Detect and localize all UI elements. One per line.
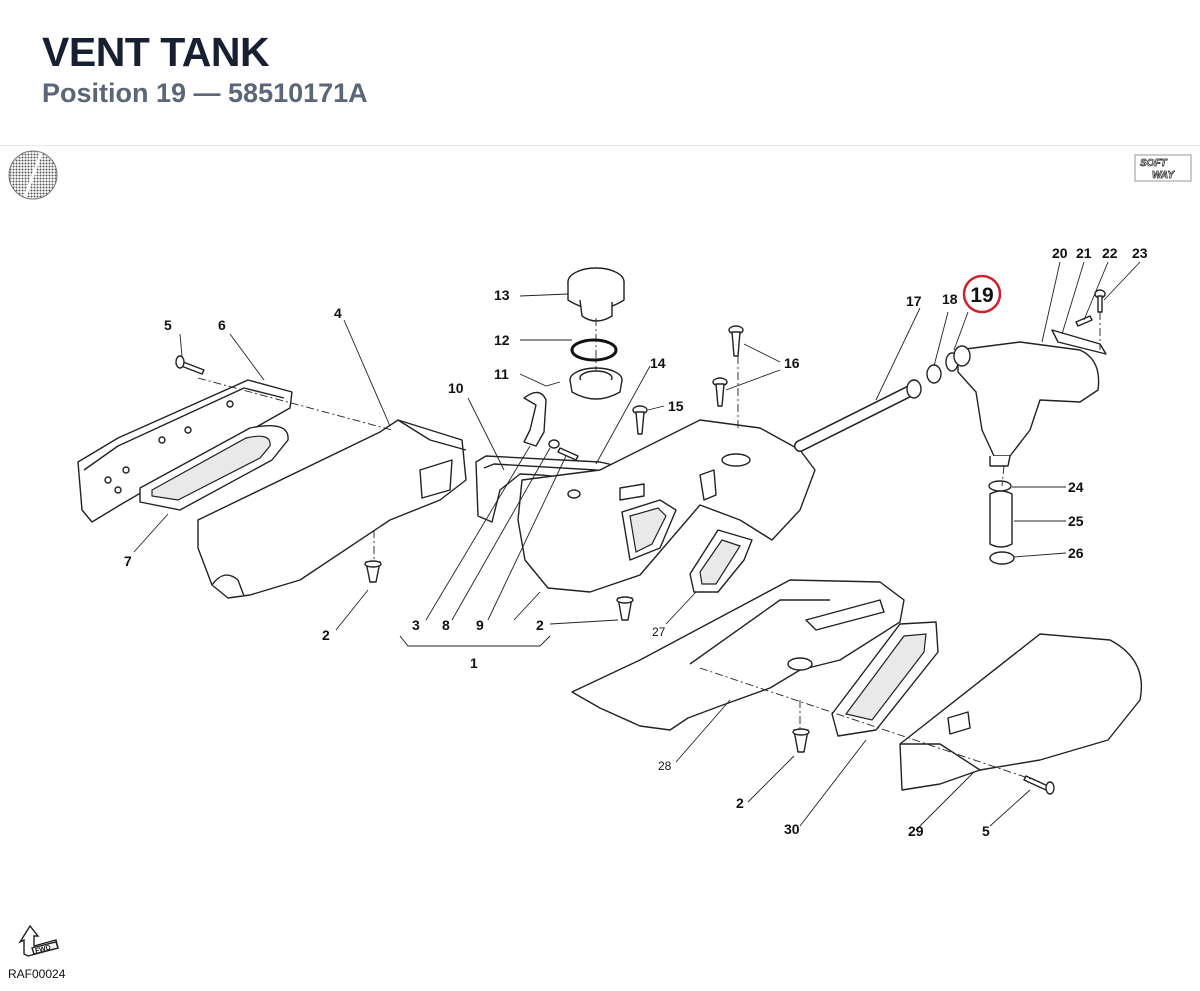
callout-9: 9 [476, 617, 484, 633]
part-12-o-ring[interactable] [570, 338, 618, 362]
part-2-grommet-center[interactable] [616, 596, 634, 621]
callout-17: 17 [906, 293, 922, 309]
callout-3: 3 [412, 617, 420, 633]
callout-28: 28 [658, 759, 672, 773]
callout-25: 25 [1068, 513, 1084, 529]
callout-1: 1 [470, 655, 478, 671]
callout-7: 7 [124, 553, 132, 569]
callout-4: 4 [334, 305, 342, 321]
part-5-screw-right[interactable] [1023, 775, 1055, 795]
callout-26: 26 [1068, 545, 1084, 561]
header: VENT TANK Position 19 — 58510171A [0, 0, 1200, 146]
part-23-screw[interactable] [1094, 289, 1106, 313]
part-20-reservoir[interactable] [953, 341, 1100, 467]
part-28-duct[interactable] [571, 579, 905, 731]
callout-11: 11 [494, 366, 509, 382]
part-7-frame[interactable] [139, 425, 289, 511]
part-5-screw-left[interactable] [175, 355, 205, 375]
part-26-clamp[interactable] [989, 551, 1015, 565]
callout-29: 29 [908, 823, 924, 839]
callout-12: 12 [494, 332, 510, 348]
brand-line-1: SOFT [1140, 158, 1168, 169]
brand-line-2: WAY [1152, 170, 1175, 181]
part-14-vent-tank[interactable] [517, 419, 816, 593]
part-24-clamp[interactable] [988, 480, 1012, 492]
softway-logo: SOFT WAY [1134, 154, 1192, 182]
callout-2-center: 2 [536, 617, 544, 633]
part-15-screw[interactable] [632, 405, 648, 435]
callout-21: 21 [1076, 245, 1092, 261]
callout-5-left: 5 [164, 317, 172, 333]
reference-code: RAF00024 [8, 967, 66, 981]
fwd-label: FWD [35, 944, 52, 955]
callout-10: 10 [448, 380, 464, 396]
part-25-hose[interactable] [989, 490, 1013, 548]
callout-2-lower: 2 [736, 795, 744, 811]
exploded-parts-diagram: 5 6 4 7 2 3 8 9 2 1 10 11 12 13 14 15 16… [8, 150, 1148, 839]
part-2-grommet-left[interactable] [364, 560, 382, 583]
part-6-bracket[interactable] [77, 379, 293, 523]
callout-5-right: 5 [982, 823, 990, 839]
callout-2-left: 2 [322, 627, 330, 643]
part-18-clamp[interactable] [926, 364, 942, 384]
page-subtitle: Position 19 — 58510171A [42, 78, 368, 108]
callout-22: 22 [1102, 245, 1118, 261]
callout-6: 6 [218, 317, 226, 333]
callout-19: 19 [970, 284, 993, 307]
part-11-filler-neck[interactable] [569, 367, 623, 400]
part-16-screw-lower[interactable] [712, 377, 728, 407]
callout-8: 8 [442, 617, 450, 633]
part-2-grommet-lower[interactable] [792, 728, 810, 753]
callout-16: 16 [784, 355, 800, 371]
part-8-washer[interactable] [548, 439, 560, 449]
callout-19-highlight[interactable]: 19 [962, 274, 1002, 314]
callout-14: 14 [650, 355, 666, 371]
callout-18: 18 [942, 291, 958, 307]
callout-30: 30 [784, 821, 800, 837]
part-22-screw[interactable] [1075, 315, 1093, 327]
callout-13: 13 [494, 287, 510, 303]
callout-20: 20 [1052, 245, 1068, 261]
part-13-filler-cap[interactable] [567, 267, 625, 322]
section-disc-icon [8, 150, 58, 200]
callout-24: 24 [1068, 479, 1084, 495]
callout-27: 27 [652, 625, 666, 639]
part-30-frame[interactable] [831, 621, 939, 737]
part-17-hose[interactable] [794, 379, 922, 452]
callout-23: 23 [1132, 245, 1148, 261]
fwd-arrow-icon: FWD [18, 924, 59, 957]
part-16-screw-upper[interactable] [728, 325, 744, 357]
part-27-frame[interactable] [689, 529, 753, 593]
part-21-bracket[interactable] [1051, 329, 1107, 355]
part-3-clip[interactable] [523, 391, 547, 447]
page-title: VENT TANK [42, 29, 270, 75]
part-4-duct[interactable] [197, 419, 467, 599]
part-29-cover[interactable] [899, 633, 1142, 791]
callout-15: 15 [668, 398, 684, 414]
part-9-screw[interactable] [557, 447, 579, 461]
